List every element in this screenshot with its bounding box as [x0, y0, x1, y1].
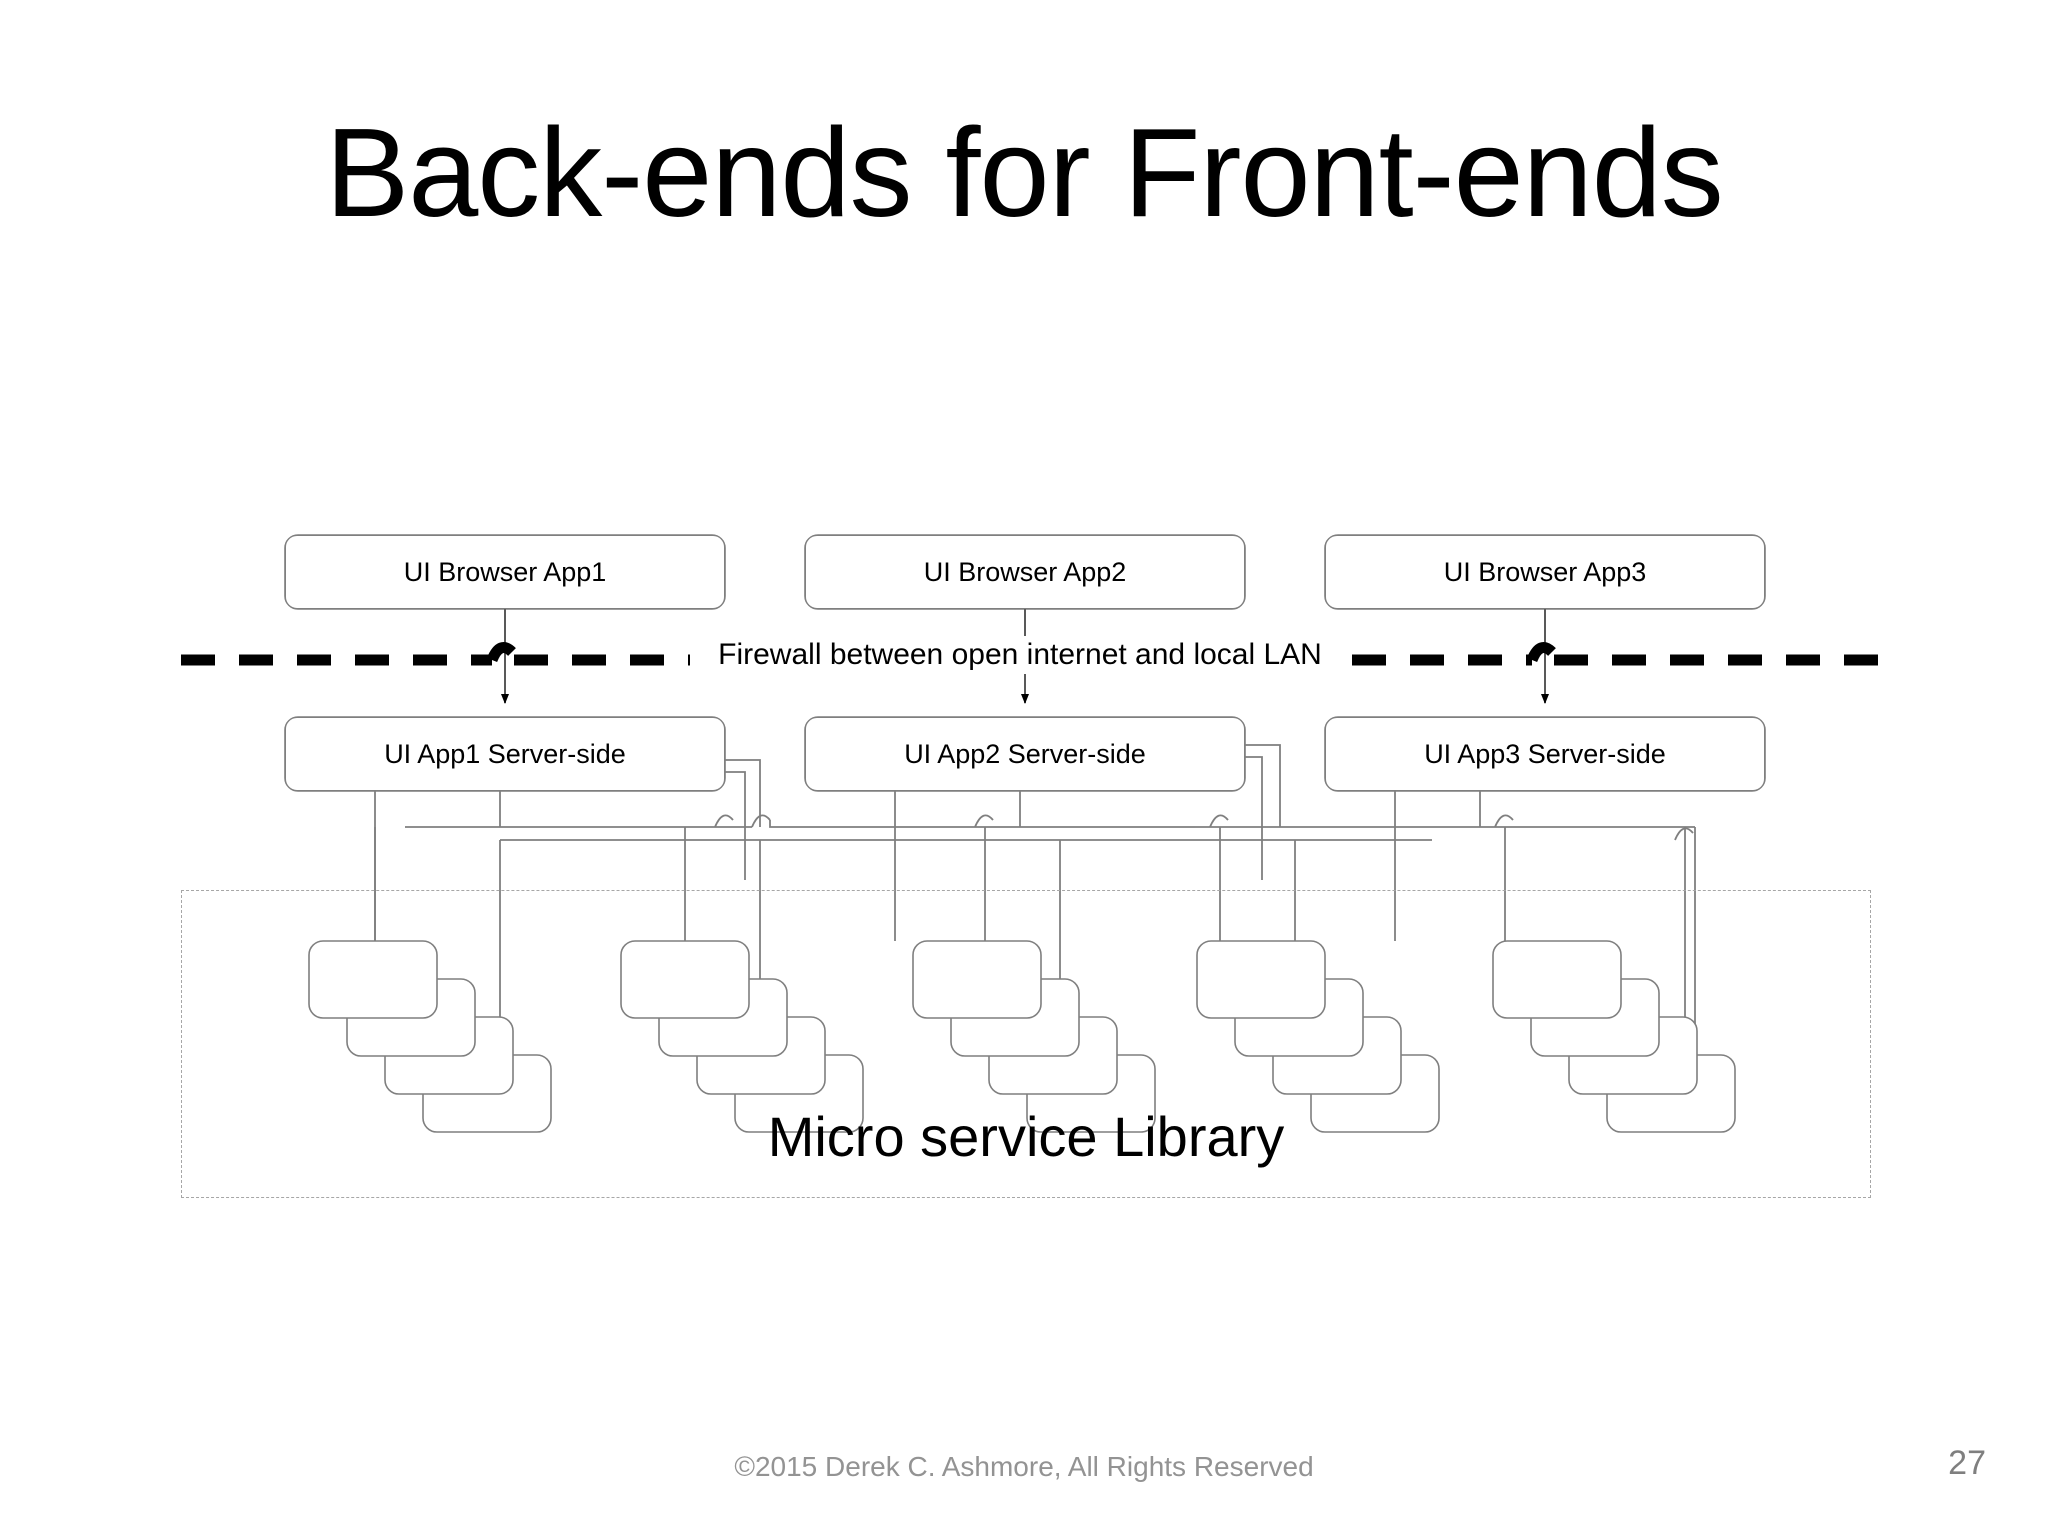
service-card-2-1 — [620, 940, 750, 1019]
page-number: 27 — [1948, 1444, 1986, 1482]
jump-e — [1674, 827, 1694, 841]
server-app2-box[interactable]: UI App2 Server-side — [805, 717, 1245, 791]
microservice-stack-5[interactable] — [1492, 940, 1736, 1133]
firewall-jump-3 — [1526, 642, 1556, 663]
browser-app1-label: UI Browser App1 — [403, 556, 607, 587]
link-s2-down — [1245, 756, 1263, 880]
firewall-line — [181, 642, 1880, 666]
service-connectors — [374, 744, 1696, 1040]
browser-app3-label: UI Browser App3 — [1443, 556, 1647, 587]
server-app3-box[interactable]: UI App3 Server-side — [1325, 717, 1765, 791]
microservice-stacks — [308, 940, 1736, 1133]
service-card-3-1 — [912, 940, 1042, 1019]
browser-app2-label: UI Browser App2 — [923, 556, 1127, 587]
jump-b — [974, 814, 994, 828]
link-s1-s2 — [725, 759, 761, 827]
service-card-5-1 — [1492, 940, 1622, 1019]
footer-copyright: ©2015 Derek C. Ashmore, All Rights Reser… — [734, 1451, 1314, 1482]
firewall-jump-1 — [486, 642, 516, 663]
microservice-stack-4[interactable] — [1196, 940, 1440, 1133]
firewall-label: Firewall between open internet and local… — [690, 636, 1350, 674]
page-title: Back-ends for Front-ends — [325, 102, 1724, 243]
service-card-4-1 — [1196, 940, 1326, 1019]
microservice-stack-2[interactable] — [620, 940, 864, 1133]
bus-a-jump — [751, 814, 771, 828]
bus-a-mid — [769, 820, 1195, 828]
link-s2-s3 — [1245, 744, 1281, 827]
microservice-library-container — [181, 890, 1871, 1198]
jump-a — [714, 814, 734, 828]
browser-app1-box[interactable]: UI Browser App1 — [285, 535, 725, 609]
browser-app3-box[interactable]: UI Browser App3 — [1325, 535, 1765, 609]
microservice-library-label: Micro service Library — [767, 1105, 1285, 1168]
server-app1-box[interactable]: UI App1 Server-side — [285, 717, 725, 791]
service-card-1-1 — [308, 940, 438, 1019]
server-app3-label: UI App3 Server-side — [1424, 738, 1666, 769]
link-s1-down — [725, 771, 746, 880]
server-app1-label: UI App1 Server-side — [384, 738, 626, 769]
jump-d — [1494, 814, 1514, 828]
microservice-stack-3[interactable] — [912, 940, 1156, 1133]
jump-c — [1209, 814, 1229, 828]
server-app2-label: UI App2 Server-side — [904, 738, 1146, 769]
microservice-stack-1[interactable] — [308, 940, 552, 1133]
browser-app2-box[interactable]: UI Browser App2 — [805, 535, 1245, 609]
